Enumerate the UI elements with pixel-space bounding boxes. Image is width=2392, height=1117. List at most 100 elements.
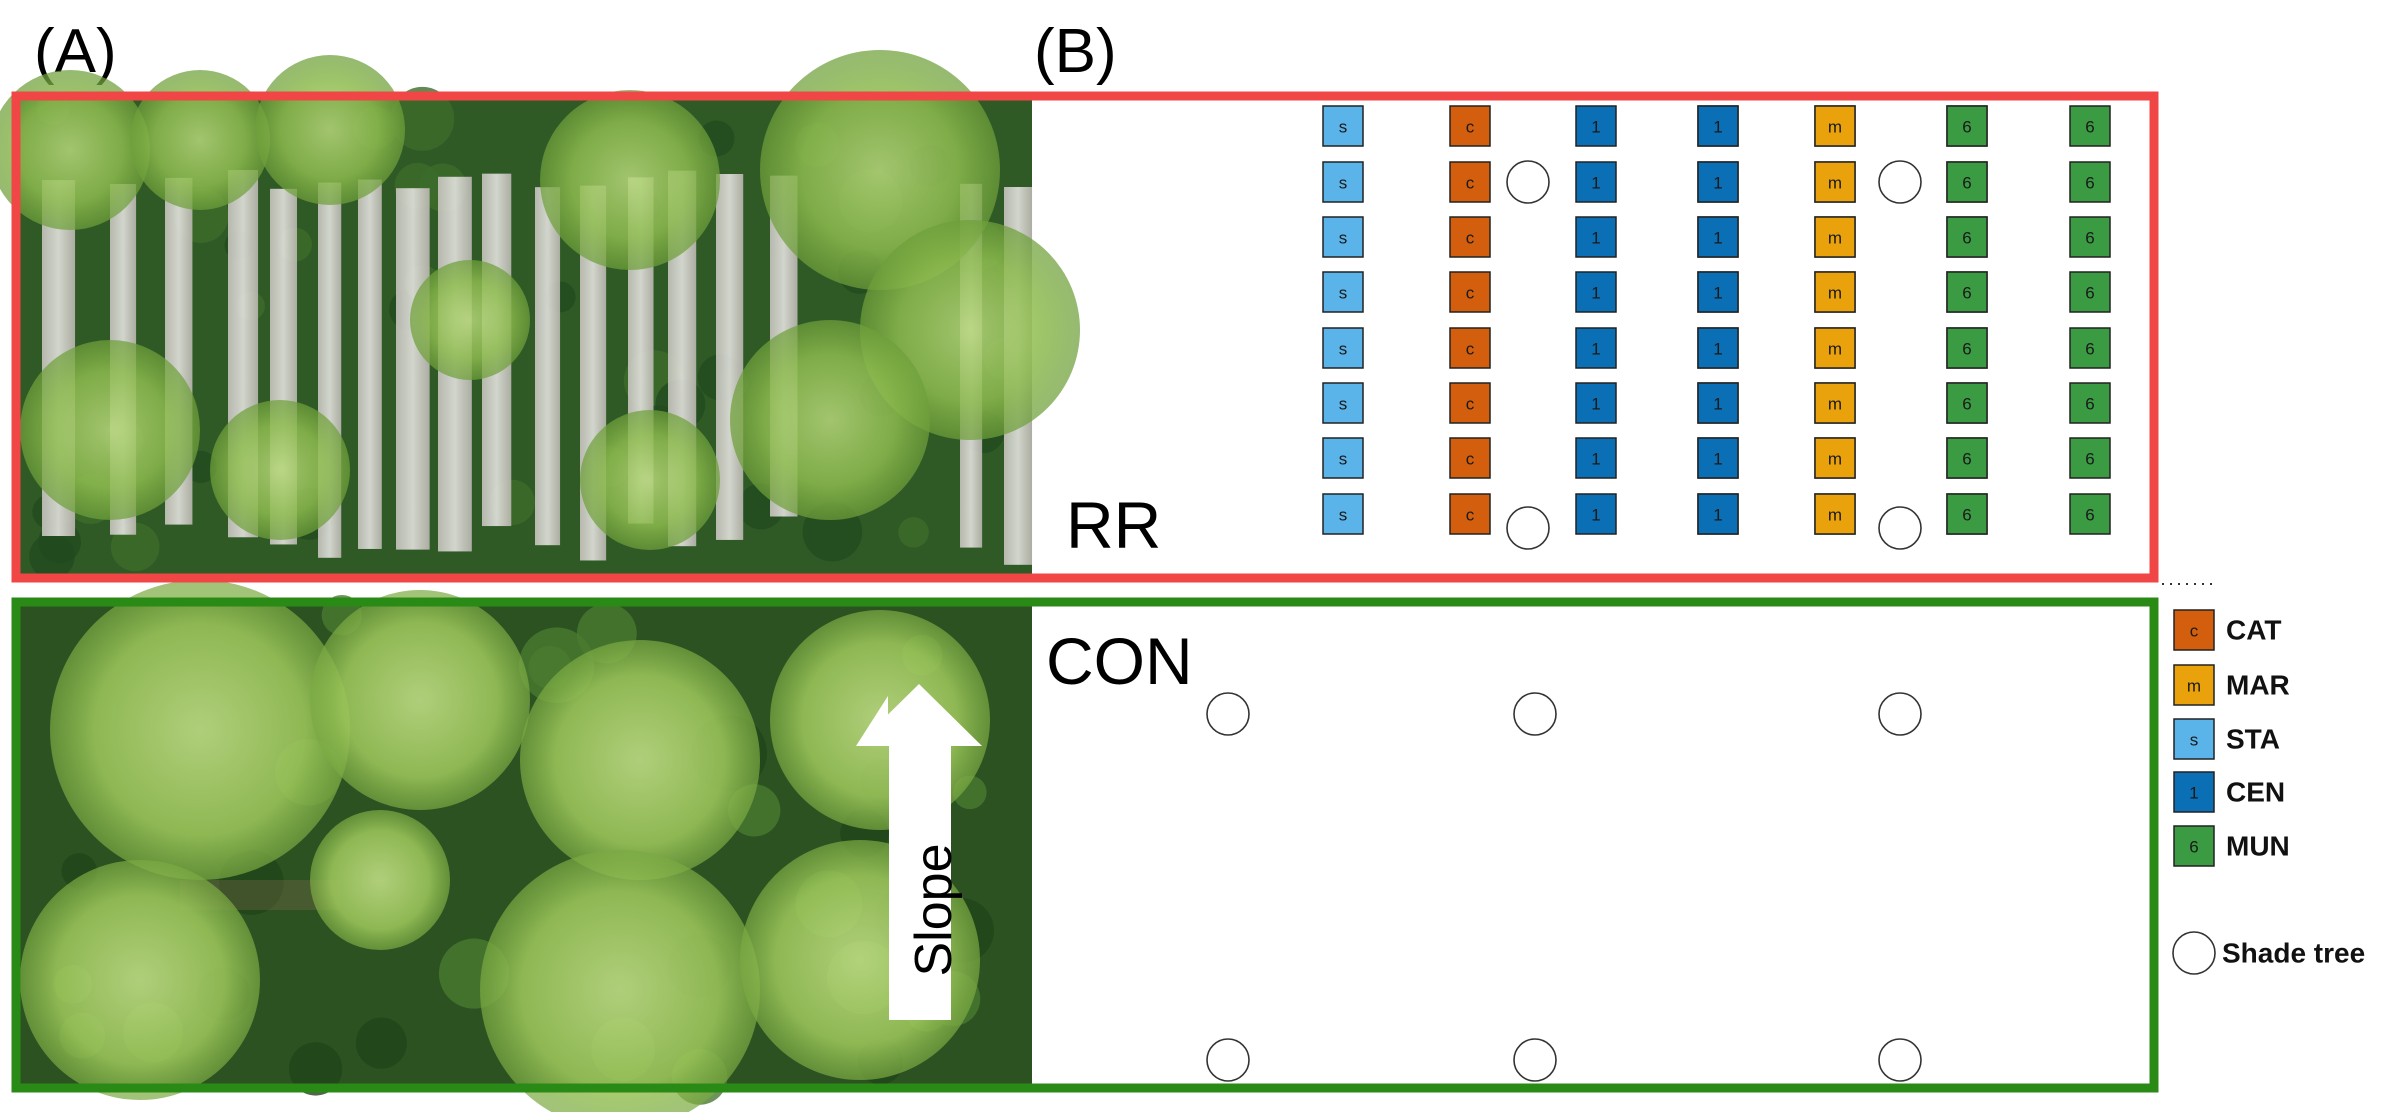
plot-mun-r5: 6 bbox=[2069, 327, 2111, 369]
plot-mun-r6: 6 bbox=[1946, 382, 1988, 424]
svg-text:m: m bbox=[1828, 340, 1842, 359]
con-section-border bbox=[11, 597, 2159, 1093]
svg-text:1: 1 bbox=[1713, 450, 1722, 469]
shade-tree-6 bbox=[1878, 1038, 1922, 1082]
plot-mun-r3: 6 bbox=[1946, 216, 1988, 258]
plot-cat-r4: c bbox=[1449, 271, 1491, 313]
shade-tree-icon bbox=[2172, 931, 2216, 975]
svg-text:1: 1 bbox=[1591, 174, 1600, 193]
svg-text:6: 6 bbox=[1962, 284, 1971, 303]
legend-label-cen: CEN bbox=[2226, 777, 2285, 808]
svg-text:6: 6 bbox=[2085, 118, 2094, 137]
plot-cat-r2: c bbox=[1449, 161, 1491, 203]
plot-cen-r5: 1 bbox=[1575, 327, 1617, 369]
legend-label-mar: MAR bbox=[2226, 670, 2290, 701]
plot-cen-r4: 1 bbox=[1575, 271, 1617, 313]
svg-text:m: m bbox=[1828, 450, 1842, 469]
plot-cat-r5: c bbox=[1449, 327, 1491, 369]
plot-mun-r8: 6 bbox=[1946, 493, 1988, 535]
plot-cat-r3: c bbox=[1449, 216, 1491, 258]
plot-mun-r2: 6 bbox=[2069, 161, 2111, 203]
legend-label-cat: CAT bbox=[2226, 615, 2281, 646]
plot-mar-r4: m bbox=[1814, 271, 1856, 313]
svg-text:1: 1 bbox=[1591, 284, 1600, 303]
slope-arrow: Slope bbox=[856, 684, 982, 1020]
svg-text:c: c bbox=[1466, 450, 1475, 469]
svg-text:c: c bbox=[2190, 622, 2199, 641]
shade-tree-1 bbox=[1506, 160, 1550, 204]
svg-text:6: 6 bbox=[2085, 506, 2094, 525]
plot-mun-r8: 6 bbox=[2069, 493, 2111, 535]
svg-text:c: c bbox=[1466, 506, 1475, 525]
slope-label: Slope bbox=[905, 844, 963, 977]
svg-text:6: 6 bbox=[1962, 174, 1971, 193]
plot-cat-r7: c bbox=[1449, 437, 1491, 479]
plot-cen-r2: 1 bbox=[1575, 161, 1617, 203]
svg-text:1: 1 bbox=[1591, 340, 1600, 359]
svg-text:c: c bbox=[1466, 284, 1475, 303]
plot-cen-r6: 1 bbox=[1575, 382, 1617, 424]
plot-cen-r8: 1 bbox=[1575, 493, 1617, 535]
rr-section-border bbox=[11, 91, 2159, 583]
svg-text:m: m bbox=[1828, 395, 1842, 414]
svg-text:6: 6 bbox=[1962, 229, 1971, 248]
svg-text:6: 6 bbox=[1962, 506, 1971, 525]
svg-text:1: 1 bbox=[1713, 395, 1722, 414]
shade-tree-3 bbox=[1506, 506, 1550, 550]
svg-text:6: 6 bbox=[2085, 174, 2094, 193]
plot-mar-r2: m bbox=[1814, 161, 1856, 203]
plot-sta-r3: s bbox=[1322, 216, 1364, 258]
svg-text:s: s bbox=[1339, 450, 1348, 469]
plot-sta-r1: s bbox=[1322, 105, 1364, 147]
plot-mar-r8: m bbox=[1814, 493, 1856, 535]
plot-cat-r1: c bbox=[1449, 105, 1491, 147]
svg-text:1: 1 bbox=[1591, 118, 1600, 137]
shade-tree-4 bbox=[1206, 1038, 1250, 1082]
svg-text:1: 1 bbox=[1713, 118, 1722, 137]
plot-cen-r2: 1 bbox=[1697, 161, 1739, 203]
shade-tree-4 bbox=[1878, 506, 1922, 550]
plot-cen-r3: 1 bbox=[1575, 216, 1617, 258]
svg-text:1: 1 bbox=[1713, 506, 1722, 525]
svg-text:s: s bbox=[1339, 174, 1348, 193]
plot-cen-r7: 1 bbox=[1697, 437, 1739, 479]
svg-text:1: 1 bbox=[1713, 174, 1722, 193]
plot-sta-r5: s bbox=[1322, 327, 1364, 369]
plot-sta-r2: s bbox=[1322, 161, 1364, 203]
svg-text:s: s bbox=[1339, 395, 1348, 414]
svg-text:c: c bbox=[1466, 340, 1475, 359]
plot-mar-r7: m bbox=[1814, 437, 1856, 479]
svg-text:1: 1 bbox=[1713, 284, 1722, 303]
plot-cen-r8: 1 bbox=[1697, 493, 1739, 535]
svg-text:m: m bbox=[1828, 506, 1842, 525]
svg-text:s: s bbox=[2190, 731, 2199, 750]
plot-cen-r5: 1 bbox=[1697, 327, 1739, 369]
svg-text:1: 1 bbox=[1591, 450, 1600, 469]
plot-sta-r8: s bbox=[1322, 493, 1364, 535]
rr-label: RR bbox=[1066, 488, 1161, 562]
plot-mun-r6: 6 bbox=[2069, 382, 2111, 424]
svg-text:6: 6 bbox=[2085, 284, 2094, 303]
svg-text:c: c bbox=[1466, 174, 1475, 193]
svg-text:6: 6 bbox=[2085, 229, 2094, 248]
plot-cen-r3: 1 bbox=[1697, 216, 1739, 258]
svg-text:1: 1 bbox=[1591, 229, 1600, 248]
svg-text:6: 6 bbox=[2085, 340, 2094, 359]
plot-cen-r1: 1 bbox=[1697, 105, 1739, 147]
plot-mar-r1: m bbox=[1814, 105, 1856, 147]
rr-plot-layout: 11111111mmmmmmmmsssssssscccccccc66666666 bbox=[1506, 105, 2111, 550]
panel-b-label: (B) bbox=[1034, 17, 1117, 86]
plot-mun-r1: 6 bbox=[1946, 105, 1988, 147]
svg-text:c: c bbox=[1466, 118, 1475, 137]
svg-text:6: 6 bbox=[2085, 395, 2094, 414]
plot-sta-r4: s bbox=[1322, 271, 1364, 313]
con-aerial-photo: Slope bbox=[16, 580, 1032, 1117]
svg-text:6: 6 bbox=[1962, 340, 1971, 359]
svg-text:6: 6 bbox=[2189, 838, 2198, 857]
svg-text:m: m bbox=[1828, 118, 1842, 137]
